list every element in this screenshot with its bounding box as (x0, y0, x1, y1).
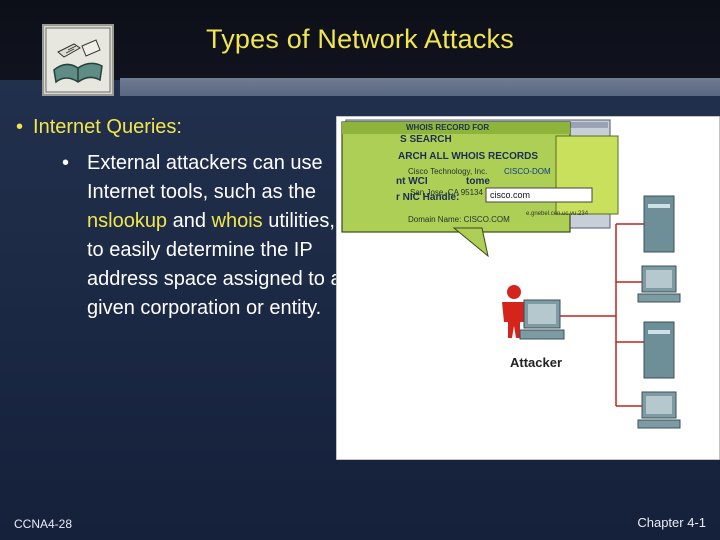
attacker-person-icon (502, 285, 526, 338)
server-icon (643, 195, 675, 253)
network-links (558, 223, 644, 407)
bullet-dot: • (62, 152, 70, 174)
address-domain: CISCO-DOM (504, 167, 551, 176)
attacker-computer-icon (519, 299, 565, 340)
bullet-dot: • (16, 116, 24, 138)
bullet-main-text: Internet Queries: (33, 116, 182, 138)
email-fragment: e.gnebel.cen.uc.vu.234 (526, 211, 589, 217)
bullet-text-part3: utilities, to easily determine the IP ad… (87, 210, 342, 319)
search-all-label: ARCH ALL WHOIS RECORDS (398, 151, 538, 162)
bullet-internet-queries: • Internet Queries: (16, 116, 182, 139)
bullet-text-part1: External attackers can use Internet tool… (87, 152, 323, 203)
entry-domain: tome (466, 176, 490, 187)
bullet-text-part2: and (167, 210, 212, 232)
bullet-sub-text: External attackers can use Internet tool… (62, 149, 342, 323)
network-diagram: WHOIS RECORD FOR S SEARCH ARCH ALL WHOIS… (336, 116, 720, 460)
workstation-icon (637, 265, 681, 303)
whois-record-header: WHOIS RECORD FOR (406, 123, 489, 132)
handle-value: cisco.com (490, 190, 530, 200)
highlight-nslookup: nslookup (87, 210, 168, 232)
domain-name-line: Domain Name: CISCO.COM (408, 215, 510, 224)
attacker-label: Attacker (510, 355, 562, 370)
title-bar (0, 0, 720, 80)
footer-course-id: CCNA4-28 (14, 517, 73, 531)
server-icon (643, 321, 675, 379)
handle-label: r NIC Handle: (396, 192, 459, 203)
title-stripe (120, 78, 720, 96)
entry-label: nt WCI (396, 176, 428, 187)
whois-window-front (341, 121, 619, 233)
book-logo-icon (42, 24, 114, 96)
address-line1: Cisco Technology, Inc. (408, 167, 487, 176)
footer-chapter: Chapter 4-1 (637, 515, 706, 530)
highlight-whois: whois (211, 210, 263, 232)
address-city: San Jose, CA 95134 (410, 188, 483, 197)
speech-pointer (452, 227, 489, 258)
bullet-external-attackers: • External attackers can use Internet to… (62, 149, 342, 323)
slide-title: Types of Network Attacks (206, 24, 514, 54)
workstation-icon (637, 391, 681, 429)
search-label: S SEARCH (400, 134, 452, 145)
